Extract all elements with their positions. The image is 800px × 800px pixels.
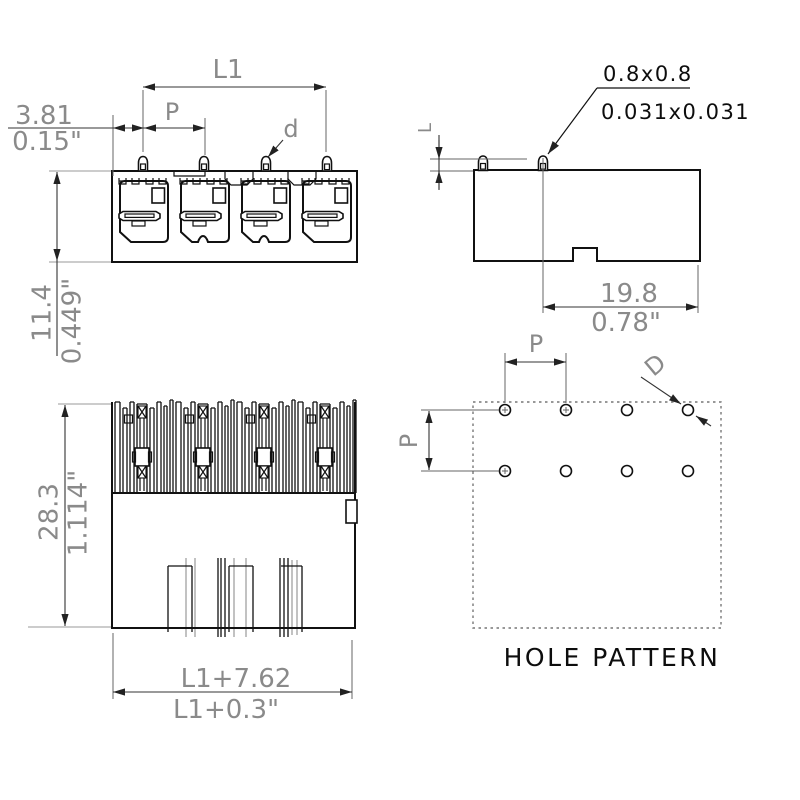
side-view: L 0.8x0.8 0.031x0.031 19.8 0.78"	[415, 62, 750, 338]
dimension-hole-dia: D	[639, 349, 712, 427]
dim-front-width-mm: L1+7.62	[181, 664, 292, 694]
pcb-outline-dotted	[472, 401, 722, 629]
dim-height-mm: 11.4	[28, 284, 58, 342]
dim-front-height-in: 1.114"	[64, 470, 94, 556]
dim-front-width-in: L1+0.3"	[173, 695, 279, 725]
keying-funnel	[224, 171, 254, 186]
front-comb-unit-1	[111, 399, 174, 494]
pin-4	[321, 155, 333, 172]
pin-3	[260, 155, 272, 172]
front-pin-group-1	[167, 558, 196, 637]
dimension-front-height: 28.3 1.114"	[28, 403, 111, 628]
leader-pin-d: d	[267, 115, 299, 158]
dim-l1-label: L1	[212, 55, 243, 85]
side-pin-front	[477, 155, 489, 172]
dim-pin-dia-label: d	[283, 115, 298, 143]
dimension-depth: 19.8 0.78"	[542, 158, 699, 338]
pin-square-in: 0.031x0.031	[601, 100, 750, 124]
dim-height-in: 0.449"	[58, 278, 88, 364]
front-pin-group-3	[279, 558, 303, 637]
dim-depth-mm: 19.8	[600, 279, 658, 309]
dimension-pitch: P	[144, 98, 206, 155]
dim-offset-in: 0.15"	[12, 127, 82, 157]
dimension-hole-pitch-h: P	[504, 330, 567, 403]
front-comb-unit-4	[294, 399, 357, 494]
dimension-body-height: 11.4 0.449"	[28, 170, 111, 364]
hole-row-2	[498, 464, 695, 478]
keying-notch	[173, 171, 206, 177]
dim-pin-length-label: L	[415, 123, 436, 133]
dim-hole-dia-label: D	[639, 349, 671, 382]
front-pin-group-2	[217, 558, 254, 637]
dimension-l1: L1	[142, 55, 327, 152]
hole-row-1	[498, 403, 695, 417]
side-latch-tab	[345, 499, 358, 524]
dim-pitch-label: P	[165, 98, 179, 126]
dimension-front-width: L1+7.62 L1+0.3"	[112, 633, 353, 725]
top-view: L1 P 3.81 0.15" 11.4 0.449" d	[8, 55, 358, 364]
keying-funnel	[287, 171, 317, 186]
dimension-pin-length: L	[415, 123, 527, 190]
dim-depth-in: 0.78"	[591, 308, 661, 338]
dimension-hole-pitch-v: P	[395, 409, 499, 472]
side-view-body	[473, 169, 701, 262]
pin-2	[198, 155, 210, 172]
hole-pattern-caption: HOLE PATTERN	[504, 643, 721, 672]
front-comb-unit-3	[233, 399, 296, 494]
front-comb-unit-2	[172, 399, 235, 494]
dimension-offset: 3.81 0.15"	[8, 101, 144, 176]
front-view: 28.3 1.114" L1+7.62 L1+0.3"	[28, 399, 358, 725]
hole-pattern-view: P P D HOLE PATTERN	[395, 330, 722, 672]
pin-square-callout: 0.8x0.8 0.031x0.031	[547, 62, 750, 155]
pin-1	[137, 155, 149, 172]
dim-hole-pitch-h-label: P	[529, 330, 543, 358]
pin-square-mm: 0.8x0.8	[603, 62, 693, 86]
dim-offset-mm: 3.81	[15, 101, 73, 131]
dim-front-height-mm: 28.3	[35, 483, 65, 541]
dim-hole-pitch-v-label: P	[395, 434, 423, 448]
